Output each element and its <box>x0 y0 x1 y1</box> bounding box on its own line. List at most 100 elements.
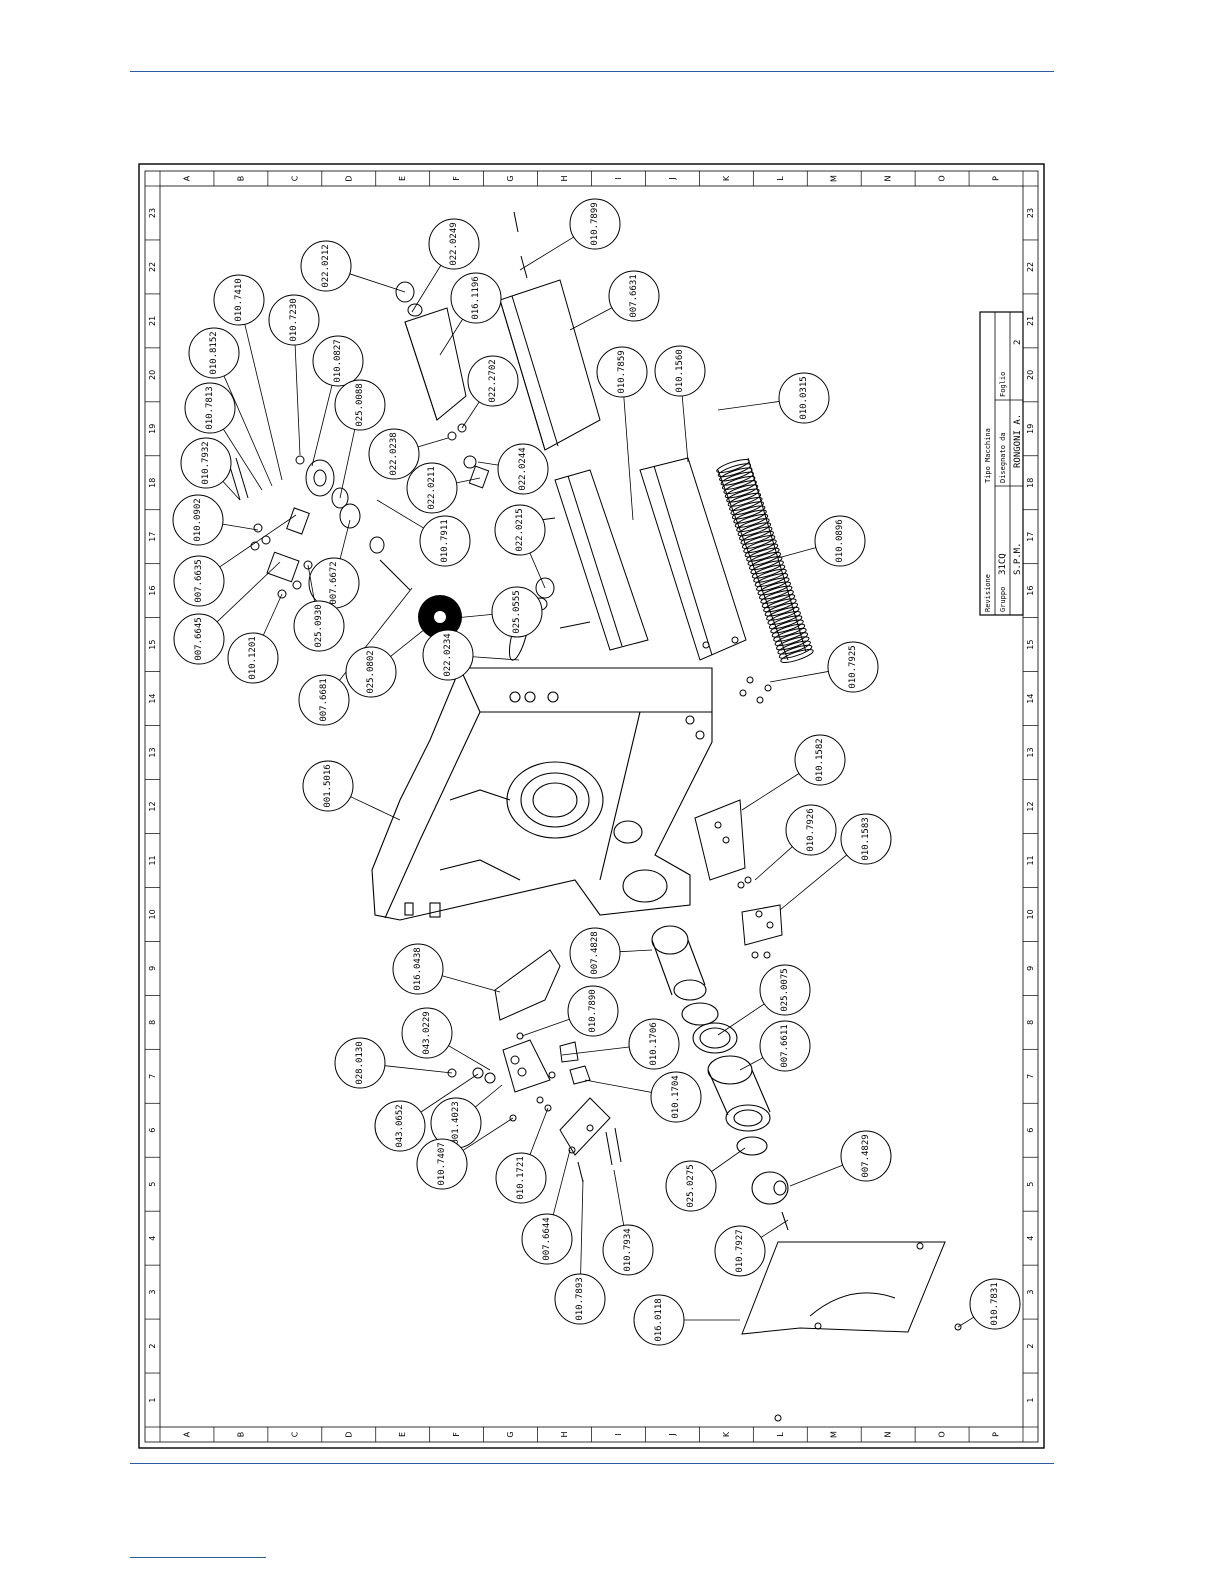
part-number-label: 010.0827 <box>333 339 343 382</box>
part-balloon: 022.0249 <box>411 218 480 313</box>
grid-row-label-right: 14 <box>1026 693 1035 703</box>
part-number-label: 010.0315 <box>799 376 809 419</box>
part-balloon: 022.0234 <box>422 629 520 681</box>
grid-row-label-right: 17 <box>1026 532 1035 542</box>
part-number-label: 010.7932 <box>201 441 211 484</box>
part-number-label: 010.1583 <box>861 817 871 860</box>
part-balloon: 025.0930 <box>293 564 345 652</box>
grid-row-label-left: 18 <box>148 478 157 488</box>
part-balloon: 010.7925 <box>769 641 879 693</box>
part-number-label: 025.0802 <box>366 650 376 693</box>
part-number-label: 022.0249 <box>449 222 459 265</box>
part-number-label: 025.0075 <box>780 968 790 1011</box>
part-number-label: 007.6644 <box>542 1217 552 1260</box>
grid-column-label-bottom: C <box>290 1431 299 1437</box>
grid-row-label-right: 22 <box>1026 262 1035 272</box>
grid-column-label-bottom: G <box>506 1431 515 1437</box>
footer-rule <box>130 1463 1054 1464</box>
grid-row-label-right: 7 <box>1026 1074 1035 1079</box>
grid-row-label-right: 6 <box>1026 1128 1035 1133</box>
grid-column-label-top: I <box>614 177 623 179</box>
title-block-text: Revisione Tipo Macchina Gruppo Disegnato… <box>984 340 1023 612</box>
grid-row-label-right: 9 <box>1026 966 1035 971</box>
part-balloon: 007.6672 <box>308 519 360 609</box>
title-disegnato-label: Disegnato da <box>999 432 1007 483</box>
grid-row-label-left: 9 <box>148 966 157 971</box>
part-number-label: 025.0275 <box>686 1164 696 1207</box>
grid-column-label-top: P <box>992 176 1001 181</box>
part-number-label: 007.6631 <box>629 274 639 317</box>
part-number-label: 016.0438 <box>413 947 423 990</box>
grid-column-label-bottom: E <box>398 1432 407 1437</box>
grid-row-label-left: 12 <box>148 801 157 811</box>
part-balloon: 007.4828 <box>569 927 653 979</box>
part-number-label: 001.5016 <box>323 764 333 807</box>
grid-column-label-top: B <box>236 176 245 182</box>
grid-column-label-top: J <box>668 177 677 180</box>
part-balloon: 028.0130 <box>334 1037 453 1089</box>
grid-row-label-left: 7 <box>148 1074 157 1079</box>
grid-column-label-top: F <box>452 176 461 181</box>
grid-row-label-left: 4 <box>148 1236 157 1241</box>
grid-column-label-top: A <box>182 175 191 181</box>
grid-row-label-right: 8 <box>1026 1020 1035 1025</box>
grid-column-label-top: D <box>344 175 353 181</box>
part-balloon: 022.0215 <box>494 504 546 589</box>
drawing-border-outer <box>144 170 1039 1443</box>
grid-column-label-top: C <box>290 175 299 181</box>
part-balloon: 016.1196 <box>439 272 502 356</box>
part-number-label: 025.0555 <box>512 590 522 633</box>
part-balloon: 010.7893 <box>554 1179 606 1325</box>
part-balloon: 022.0212 <box>300 240 406 293</box>
footnote-rule <box>130 1557 266 1558</box>
part-balloon: 010.8152 <box>188 327 273 487</box>
grid-row-label-left: 23 <box>148 208 157 218</box>
part-number-label: 022.0211 <box>427 466 437 509</box>
grid-row-label-right: 21 <box>1026 316 1035 326</box>
grid-row-label-left: 2 <box>148 1344 157 1349</box>
part-balloon: 025.0555 <box>454 586 543 638</box>
part-balloon: 010.7410 <box>213 274 283 481</box>
header-rule <box>130 71 1054 72</box>
grid-column-label-top: O <box>938 175 947 181</box>
part-number-label: 010.1560 <box>675 349 685 392</box>
grid-column-label-bottom: I <box>614 1433 623 1435</box>
part-number-label: 010.7934 <box>623 1228 633 1271</box>
part-balloon: 025.0275 <box>665 1147 746 1212</box>
grid-row-label-left: 17 <box>148 532 157 542</box>
part-balloon: 010.7831 <box>957 1278 1021 1330</box>
part-balloon: 007.6644 <box>521 1149 573 1265</box>
part-number-label: 010.1706 <box>649 1022 659 1065</box>
part-balloon: 001.5016 <box>302 760 401 821</box>
part-number-label: 010.7407 <box>437 1142 447 1185</box>
part-balloon: 010.1582 <box>741 734 846 811</box>
grid-column-label-bottom: D <box>344 1431 353 1437</box>
part-number-label: 010.1704 <box>671 1075 681 1118</box>
part-balloon: 010.7813 <box>184 382 263 491</box>
part-balloon: 010.1721 <box>495 1107 549 1204</box>
part-number-label: 001.4023 <box>451 1101 461 1144</box>
part-number-label: 010.1201 <box>248 636 258 679</box>
title-foglio-value: 2 <box>1013 340 1023 345</box>
part-number-label: 010.0896 <box>835 519 845 562</box>
drawing-outer-frame <box>138 163 1045 1449</box>
part-balloon: 010.0902 <box>172 494 259 546</box>
cover-plate-part <box>741 1241 962 1422</box>
part-balloon: 007.4829 <box>789 1130 892 1187</box>
part-number-label: 016.0118 <box>654 1298 664 1341</box>
part-balloon: 010.7926 <box>754 804 837 881</box>
lower-left-components <box>447 949 622 1183</box>
part-balloon: 010.7230 <box>268 294 320 456</box>
part-number-label: 010.7410 <box>234 278 244 321</box>
part-balloon: 010.0827 <box>311 335 364 467</box>
grid-column-label-top: M <box>830 175 839 182</box>
grid-column-label-bottom: N <box>884 1431 893 1437</box>
part-balloon: 025.0075 <box>717 964 811 1036</box>
grid-row-label-right: 5 <box>1026 1182 1035 1187</box>
grid-row-label-right: 3 <box>1026 1290 1035 1295</box>
grid-column-label-top: K <box>722 175 731 181</box>
part-balloon: 010.7927 <box>714 1219 789 1277</box>
